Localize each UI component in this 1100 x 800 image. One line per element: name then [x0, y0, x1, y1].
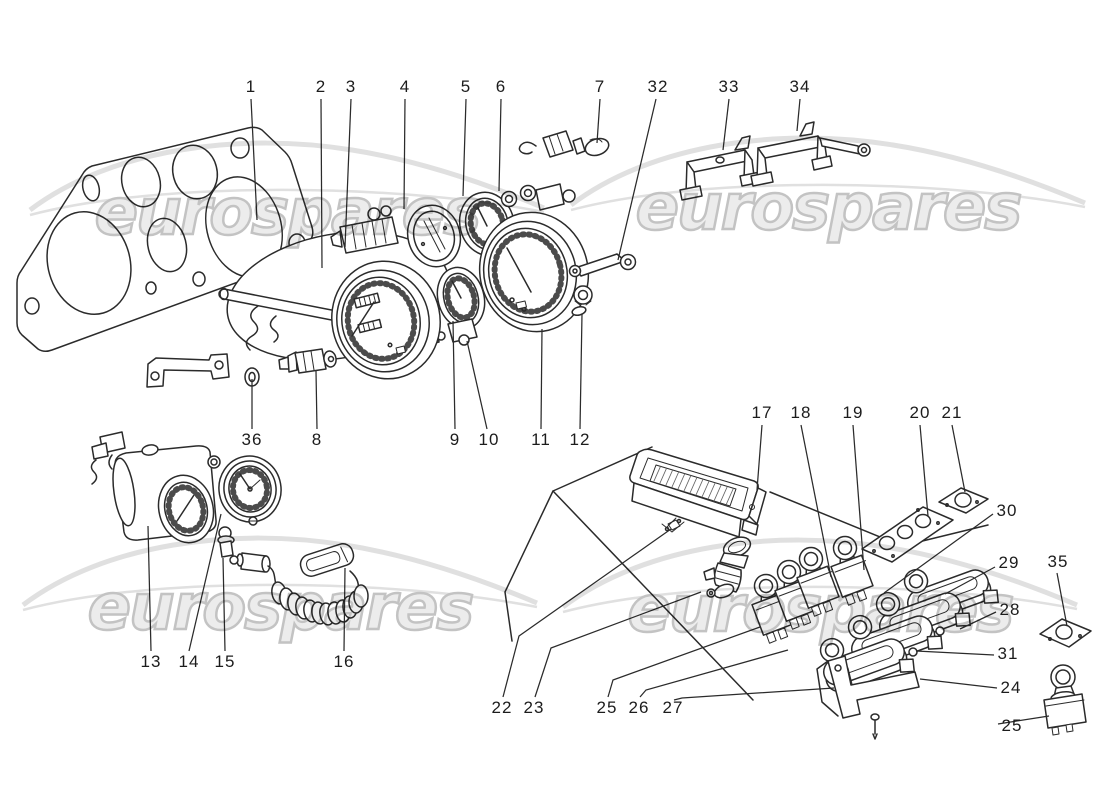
callout-label-4: 4 — [399, 77, 411, 96]
callout-label-23: 23 — [523, 698, 545, 717]
single-switch-25 — [1043, 664, 1087, 736]
callout-label-8: 8 — [311, 430, 323, 449]
leader-line-8 — [315, 370, 318, 430]
console-tray-17 — [629, 448, 767, 538]
callout-label-31: 31 — [997, 644, 1019, 663]
callout-label-29: 29 — [998, 553, 1020, 572]
callout-label-30: 30 — [996, 501, 1018, 520]
callout-label-9: 9 — [449, 430, 461, 449]
leader-line-31 — [915, 650, 995, 656]
callout-label-3: 3 — [345, 77, 357, 96]
leader-line-17 — [756, 424, 763, 491]
leader-line-35 — [1056, 572, 1068, 627]
speedometer — [331, 260, 441, 380]
mounting-nut-12 — [571, 285, 593, 317]
lever-switch-stack — [812, 544, 1002, 702]
callout-label-25: 25 — [596, 698, 618, 717]
leader-line-10 — [466, 340, 488, 430]
leader-line-33 — [722, 98, 730, 151]
callout-label-13: 13 — [140, 652, 162, 671]
callout-label-5: 5 — [460, 77, 472, 96]
leader-line-32 — [617, 98, 657, 261]
leader-line-2 — [320, 98, 323, 269]
leader-line-28 — [959, 611, 997, 630]
callout-label-15: 15 — [214, 652, 236, 671]
leader-line-6 — [498, 98, 502, 192]
leader-line-34 — [796, 98, 801, 132]
leader-line-26 — [639, 649, 789, 698]
callout-label-28: 28 — [999, 600, 1021, 619]
leader-line-25 — [607, 626, 761, 698]
callout-label-11: 11 — [531, 430, 551, 449]
leader-line-9 — [452, 320, 456, 430]
leader-line-13 — [147, 525, 152, 652]
callout-label-25: 25 — [1001, 716, 1023, 735]
leader-line-5 — [462, 98, 467, 197]
leader-line-14 — [188, 513, 222, 652]
sender-8 — [278, 348, 337, 374]
switch-plate-21 — [938, 487, 989, 514]
leader-line-29 — [944, 566, 996, 595]
callout-label-26: 26 — [628, 698, 650, 717]
leader-line-1 — [250, 98, 258, 221]
callout-label-35: 35 — [1047, 552, 1069, 571]
callout-label-24: 24 — [1000, 678, 1022, 697]
leader-line-3 — [344, 98, 352, 248]
callout-label-18: 18 — [790, 403, 812, 422]
leader-line-24 — [919, 678, 998, 689]
leader-line-27 — [673, 687, 835, 701]
gauge-14 — [218, 455, 282, 526]
callout-label-34: 34 — [789, 77, 811, 96]
leader-line-11 — [540, 328, 543, 430]
leader-line-16 — [343, 567, 346, 652]
callout-label-10: 10 — [478, 430, 500, 449]
callout-label-32: 32 — [647, 77, 669, 96]
leader-line-7 — [596, 98, 601, 144]
leader-line-12 — [579, 313, 583, 430]
small-gauge-9 — [436, 266, 486, 346]
callout-label-21: 21 — [941, 403, 963, 422]
spring-clip-22 — [661, 517, 685, 533]
leader-line-20 — [919, 424, 929, 517]
callout-label-22: 22 — [491, 698, 513, 717]
leader-line-21 — [951, 424, 966, 493]
tachometer — [478, 211, 590, 333]
leader-line-30 — [883, 513, 994, 594]
callout-label-36: 36 — [241, 430, 263, 449]
callout-label-20: 20 — [909, 403, 931, 422]
leader-line-18 — [800, 424, 832, 578]
callout-label-12: 12 — [569, 430, 591, 449]
callout-label-2: 2 — [315, 77, 327, 96]
support-bracket-32 — [568, 253, 637, 278]
callout-label-17: 17 — [751, 403, 773, 422]
mounting-bracket-24 — [816, 655, 920, 740]
callout-label-19: 19 — [842, 403, 864, 422]
callout-label-1: 1 — [245, 77, 257, 96]
strap-bracket — [146, 353, 230, 388]
callout-label-6: 6 — [495, 77, 507, 96]
switch-plate-35 — [1039, 618, 1092, 648]
leader-line-19 — [852, 424, 865, 571]
small-gauge-4 — [406, 204, 462, 268]
leader-line-25 — [997, 715, 1050, 725]
callout-label-27: 27 — [662, 698, 684, 717]
gauge-13 — [157, 474, 215, 544]
callout-label-33: 33 — [718, 77, 740, 96]
callout-label-7: 7 — [594, 77, 606, 96]
callout-label-14: 14 — [178, 652, 200, 671]
leader-line-4 — [403, 98, 406, 210]
leader-line-15 — [222, 557, 226, 652]
callout-label-16: 16 — [333, 652, 355, 671]
